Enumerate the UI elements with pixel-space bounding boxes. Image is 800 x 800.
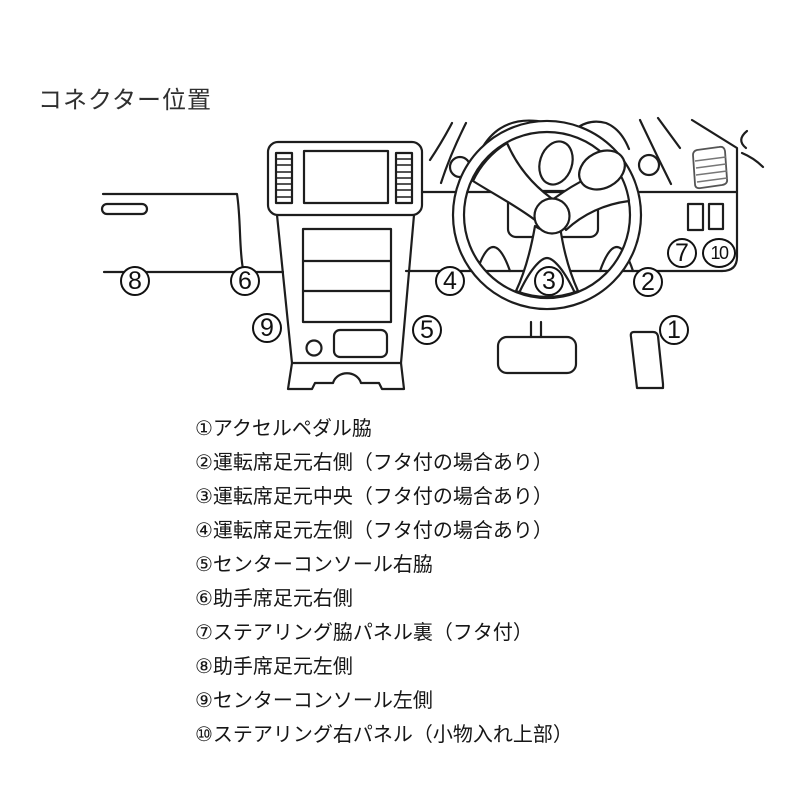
nav-screen-drawing bbox=[302, 149, 390, 205]
console-knob-drawing bbox=[305, 339, 323, 357]
center-console-drawing bbox=[266, 140, 424, 391]
right-pillar-line-1 bbox=[638, 118, 673, 186]
legend-item-4: ④運転席足元左側（フタ付の場合あり） bbox=[195, 520, 553, 542]
marker-3: 3 bbox=[534, 266, 564, 296]
head-unit-drawing bbox=[266, 140, 424, 217]
console-base bbox=[286, 361, 406, 391]
page-title: コネクター位置 bbox=[38, 87, 213, 114]
legend-item-9: ⑨センターコンソール左側 bbox=[195, 690, 433, 712]
right-side-drawing bbox=[428, 116, 765, 390]
legend-item-6: ⑥助手席足元右側 bbox=[195, 588, 353, 610]
column-stalks bbox=[529, 320, 543, 339]
wheel-opening-upper-left bbox=[538, 140, 574, 186]
right-panel-outline bbox=[690, 118, 739, 273]
panel-switch-left bbox=[686, 202, 705, 232]
corner-curve-2 bbox=[740, 151, 765, 169]
steering-wheel-drawing bbox=[451, 119, 643, 311]
left-pillar-line-2 bbox=[439, 121, 468, 185]
wheel-spoke-left bbox=[471, 141, 553, 222]
wheel-opening-upper-right bbox=[578, 149, 626, 191]
left-pillar-line-1 bbox=[428, 121, 454, 162]
panel-switch-right bbox=[707, 202, 725, 231]
legend-item-1: ①アクセルペダル脇 bbox=[195, 418, 372, 440]
marker-7: 7 bbox=[667, 238, 697, 268]
right-pillar-line-2 bbox=[656, 116, 682, 150]
marker-2: 2 bbox=[633, 267, 663, 297]
console-sides bbox=[275, 214, 416, 364]
left-vent-drawing bbox=[100, 202, 149, 216]
marker-6: 6 bbox=[230, 266, 260, 296]
marker-9: 9 bbox=[252, 313, 282, 343]
steering-column-drawing bbox=[496, 335, 578, 375]
marker-5: 5 bbox=[412, 315, 442, 345]
console-button-drawing bbox=[332, 328, 389, 359]
accelerator-pedal-drawing bbox=[629, 330, 665, 390]
legend-item-7: ⑦ステアリング脇パネル裏（フタ付） bbox=[195, 622, 533, 644]
marker-10: 10 bbox=[702, 238, 736, 268]
console-panel-drawing bbox=[301, 227, 393, 324]
legend-item-3: ③運転席足元中央（フタ付の場合あり） bbox=[195, 486, 553, 508]
wheel-bottom-chevron bbox=[518, 256, 576, 293]
right-panel-vent-drawing bbox=[692, 145, 729, 190]
knee-bolster-right-arc bbox=[598, 246, 635, 273]
wheel-hub bbox=[533, 197, 571, 235]
marker-4: 4 bbox=[435, 266, 465, 296]
marker-1: 1 bbox=[659, 315, 689, 345]
legend-item-8: ⑧助手席足元左側 bbox=[195, 656, 353, 678]
connector-legend: ①アクセルペダル脇 ②運転席足元右側（フタ付の場合あり） ③運転席足元中央（フタ… bbox=[195, 412, 573, 752]
legend-item-10: ⑩ステアリング右パネル（小物入れ上部） bbox=[195, 724, 573, 746]
right-stalk-knob bbox=[637, 153, 661, 177]
marker-8: 8 bbox=[120, 266, 150, 296]
legend-item-5: ⑤センターコンソール右脇 bbox=[195, 554, 433, 576]
corner-curve-1 bbox=[740, 129, 749, 150]
legend-item-2: ②運転席足元右側（フタ付の場合あり） bbox=[195, 452, 553, 474]
dash-top-left-line bbox=[101, 192, 245, 271]
